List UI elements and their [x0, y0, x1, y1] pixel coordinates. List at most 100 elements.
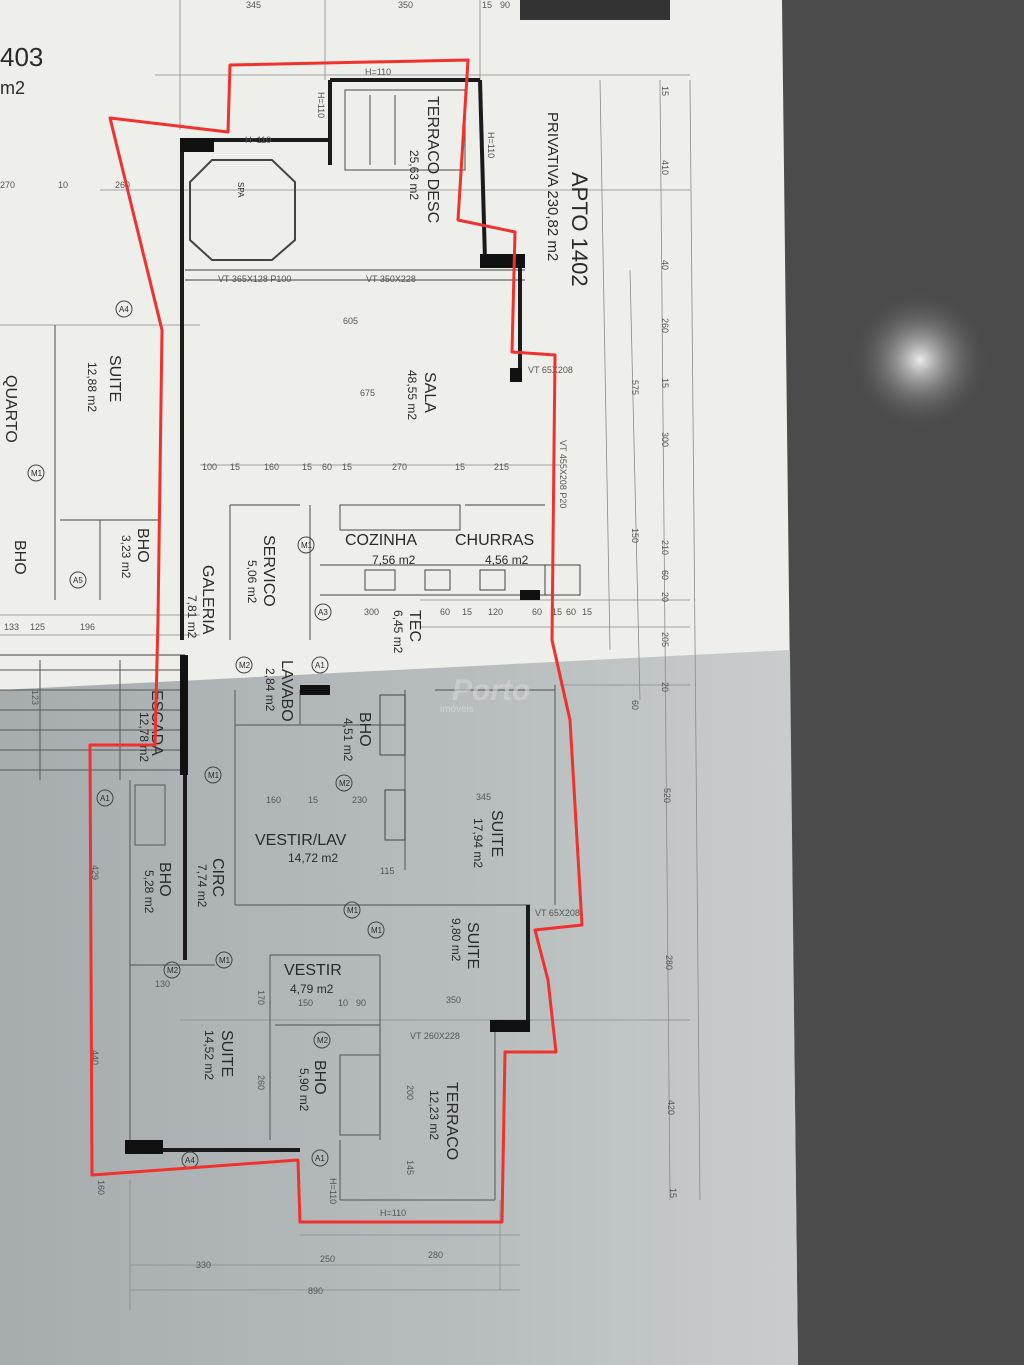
dim: 440: [90, 1050, 100, 1065]
dim: 350: [398, 0, 413, 10]
opening-vt-5: VT 65X208: [535, 908, 580, 918]
door-tag: A1: [315, 1154, 325, 1163]
dim: 160: [264, 462, 279, 472]
opening-h110-d: H=110: [486, 132, 496, 158]
dim: 429: [90, 865, 100, 880]
dim: 120: [488, 607, 503, 617]
door-tag: A4: [119, 305, 129, 314]
kitchen-fixtures: [364, 564, 581, 841]
area-suite-1: 17,94 m2: [471, 818, 485, 868]
dim: 15: [302, 462, 312, 472]
dim: 40: [660, 260, 670, 270]
area-cozinha: 7,56 m2: [372, 553, 416, 567]
room-bho-left-2: BHO: [11, 540, 28, 575]
dim: 260: [256, 1075, 266, 1090]
door-tag-circle: [297, 536, 315, 554]
door-tag: M1: [219, 956, 231, 965]
door-tag-circle: [343, 901, 361, 919]
dim: 60: [660, 570, 670, 580]
watermark-subtitle: imóveis: [440, 704, 474, 715]
dim: 160: [266, 795, 281, 805]
dim: 350: [446, 995, 461, 1005]
door-tag: A1: [315, 661, 325, 670]
door-tag-circle: [311, 1149, 329, 1167]
dim: 90: [356, 998, 366, 1008]
apt-title: APTO 1402: [567, 172, 592, 287]
dim: 150: [630, 528, 640, 543]
area-terraco: 12,23 m2: [427, 1090, 441, 1140]
dim: 15: [660, 378, 670, 388]
area-suite-left: 12,88 m2: [85, 362, 99, 412]
room-quarto: QUARTO: [2, 375, 19, 443]
room-servico: SERVICO: [260, 535, 277, 607]
room-sala: SALA: [421, 372, 438, 413]
dim: 520: [662, 788, 672, 803]
door-tag-circle: [335, 774, 353, 792]
room-lavabo: LAVABO: [278, 660, 295, 722]
dim: 675: [360, 388, 375, 398]
dim: 280: [664, 955, 674, 970]
dim: 15: [582, 607, 592, 617]
dim: 15: [455, 462, 465, 472]
dim: 15: [660, 86, 670, 96]
dim: 150: [298, 998, 313, 1008]
room-suite-left: SUITE: [106, 355, 123, 402]
room-bho-2: BHO: [156, 862, 173, 897]
dim: 115: [380, 866, 394, 876]
header-unit: m2: [0, 78, 25, 98]
opening-h110-b: H=110: [316, 92, 326, 118]
dim: 15: [552, 607, 562, 617]
door-tag-circle: [27, 464, 45, 482]
room-suite-2: SUITE: [464, 922, 481, 969]
dim: 133: [4, 622, 19, 632]
opening-h110-a: H=110: [365, 67, 391, 77]
area-tec: 6,45 m2: [391, 610, 405, 654]
area-churras: 4,56 m2: [485, 553, 529, 567]
dim: 330: [196, 1260, 211, 1270]
dim: 300: [660, 432, 670, 447]
dim: 10: [338, 998, 348, 1008]
dim: 420: [666, 1100, 676, 1115]
room-terraco: TERRACO: [443, 1082, 460, 1160]
room-suite-1: SUITE: [488, 810, 505, 857]
opening-vt-2: VT 350X228: [366, 274, 416, 284]
dim: 260: [660, 318, 670, 333]
dim: 200: [405, 1085, 415, 1100]
room-bho-3: BHO: [311, 1060, 328, 1095]
dim: 15: [230, 462, 240, 472]
dim: 60: [566, 607, 576, 617]
room-vestir-lav: VESTIR/LAV: [255, 832, 347, 849]
door-tag-circle: [235, 656, 253, 674]
header-number: 403: [0, 42, 43, 72]
dim: 100: [202, 462, 217, 472]
area-vestir-lav: 14,72 m2: [288, 851, 338, 865]
watermark-brand: Porto: [452, 674, 530, 707]
area-suite-3: 14,52 m2: [202, 1030, 216, 1080]
room-tec: TEC: [406, 610, 423, 642]
door-tag: M1: [347, 906, 359, 915]
dim: 345: [246, 0, 261, 10]
room-spa: SPA: [236, 182, 245, 198]
door-tag: M2: [317, 1036, 329, 1045]
room-bho-1: BHO: [356, 712, 373, 747]
dim: 20: [660, 682, 670, 692]
dim: 605: [343, 316, 358, 326]
dim: 60: [630, 700, 640, 710]
door-tag: M2: [167, 966, 179, 975]
dim: 260: [115, 180, 130, 190]
door-tag: M1: [371, 926, 383, 935]
door-tags: A4 M1 M1 A3 A1 M2 M2 M1 A1 M1 M1 M1 M2 M…: [27, 300, 385, 1169]
door-tag: A1: [100, 794, 110, 803]
watermark: Porto imóveis: [440, 674, 530, 715]
apartment-boundary-highlight: [88, 58, 584, 1224]
opening-vt-6: VT 260X228: [410, 1031, 460, 1041]
dim: 230: [352, 795, 367, 805]
door-tag-circle: [367, 921, 385, 939]
area-sala: 48,55 m2: [405, 370, 419, 420]
dim: 60: [532, 607, 542, 617]
door-tag: M2: [339, 779, 351, 788]
door-tag-circle: [204, 766, 222, 784]
door-tag: A4: [185, 1156, 195, 1165]
area-bho-left-1: 3,23 m2: [119, 535, 133, 579]
dim: 270: [0, 180, 15, 190]
